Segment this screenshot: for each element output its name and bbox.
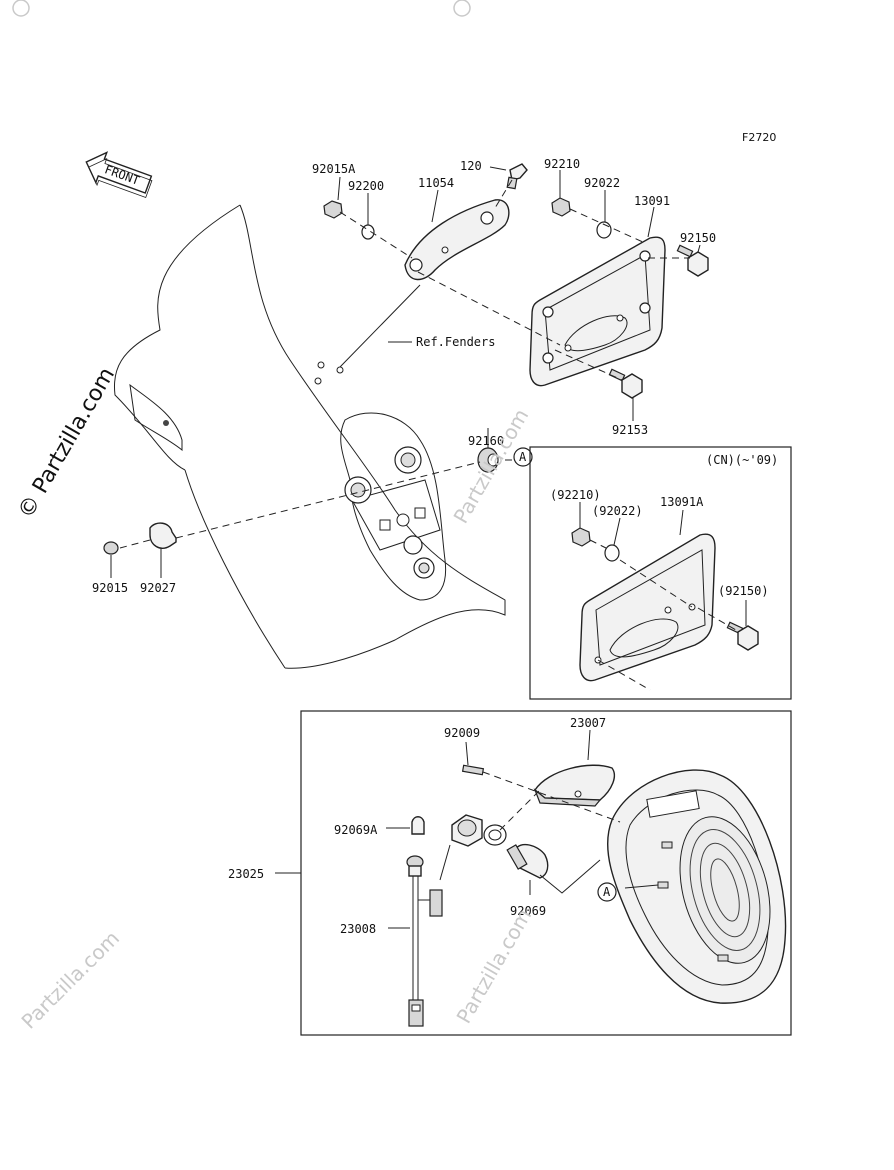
bolt-92150 [676, 244, 709, 277]
bolt-92150-inset [726, 621, 759, 651]
label-92069A: 92069A [334, 823, 378, 837]
watermark-faint-3: Partzilla.com [452, 905, 537, 1028]
label-120: 120 [460, 159, 482, 173]
label-13091: 13091 [634, 194, 670, 208]
lens-23007 [533, 764, 616, 807]
label-92210: 92210 [544, 157, 580, 171]
label-13091A: 13091A [660, 495, 704, 509]
watermark-main: © Partzilla.com [14, 363, 121, 523]
label-11054: 11054 [418, 176, 454, 190]
label-92015A: 92015A [312, 162, 356, 176]
figure-code: F2720 [742, 131, 776, 144]
label-23008: 23008 [340, 922, 376, 936]
bracket-11054 [404, 199, 510, 281]
label-92210-inset: (92210) [550, 488, 601, 502]
label-92009: 92009 [444, 726, 480, 740]
label-92027: 92027 [140, 581, 176, 595]
connector-a-label-lower: A [603, 885, 611, 899]
label-23007: 23007 [570, 716, 606, 730]
watermark-copyright-icon-2 [453, 0, 471, 17]
bolt-92153 [608, 368, 643, 399]
collar-92027 [149, 522, 177, 549]
bolt-120 [506, 163, 528, 190]
label-92069: 92069 [510, 904, 546, 918]
inset-cn-frame [529, 446, 792, 700]
connector-a-label-upper: A [519, 450, 527, 464]
front-arrow-icon: FRONT [85, 151, 153, 198]
label-92022-inset: (92022) [592, 504, 643, 518]
label-23025: 23025 [228, 867, 264, 881]
bulb-92069 [506, 843, 549, 879]
label-92150-inset: (92150) [718, 584, 769, 598]
connector-a-lower [597, 882, 617, 902]
nut-92210-inset [571, 527, 591, 547]
inset-header: (CN)(~'09) [706, 453, 778, 467]
connector-a-upper [513, 447, 533, 467]
label-92150: 92150 [680, 231, 716, 245]
screw-92009 [461, 764, 485, 776]
label-92022: 92022 [584, 176, 620, 190]
nut-92210 [551, 197, 571, 217]
bulb-92069A [411, 816, 425, 835]
watermark-faint-2: Partzilla.com [17, 926, 124, 1033]
license-plate-bracket-13091 [529, 236, 666, 387]
tail-lamp-housing [606, 769, 787, 1004]
nut-92015A [323, 200, 343, 219]
nut-92015 [103, 541, 119, 555]
grommet-92160 [477, 447, 499, 473]
label-92200: 92200 [348, 179, 384, 193]
wire-harness-23025 [406, 855, 443, 1027]
label-92153: 92153 [612, 423, 648, 437]
washer-92022-inset [604, 544, 620, 562]
socket-23008 [451, 814, 483, 847]
label-92160: 92160 [468, 434, 504, 448]
label-92015: 92015 [92, 581, 128, 595]
ref-fenders-label: Ref.Fenders [416, 335, 495, 349]
license-plate-bracket-13091A [579, 533, 716, 682]
rear-fender [113, 204, 506, 669]
watermark-copyright-icon [12, 0, 30, 17]
